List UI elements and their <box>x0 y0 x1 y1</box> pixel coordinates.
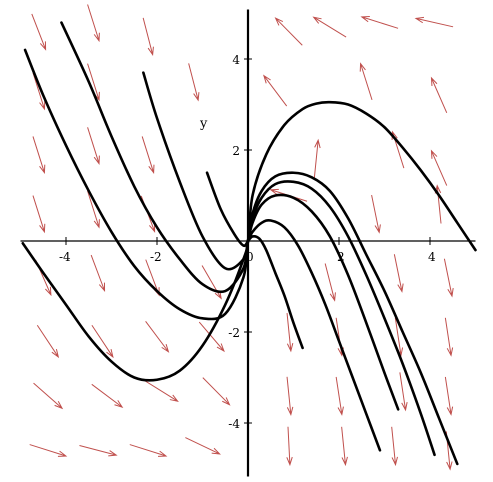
direction-arrow <box>371 194 381 234</box>
y-tick-label: -2 <box>228 326 240 340</box>
direction-arrow <box>286 313 294 353</box>
direction-arrow <box>145 380 179 402</box>
solution-curve <box>142 71 400 411</box>
direction-arrow <box>286 376 294 417</box>
direction-arrow <box>91 324 114 359</box>
direction-arrow <box>185 437 221 455</box>
direction-arrow <box>414 16 454 28</box>
direction-arrow <box>129 444 168 457</box>
direction-arrow <box>201 265 222 300</box>
direction-arrow <box>87 4 100 43</box>
direction-arrow <box>335 376 344 416</box>
direction-arrow <box>360 16 399 29</box>
solution-curve <box>23 48 459 466</box>
direction-arrow <box>263 74 288 107</box>
x-tick-label: 4 <box>428 250 436 264</box>
y-tick-label: 4 <box>232 53 240 67</box>
direction-arrow <box>202 377 231 406</box>
direction-arrow <box>359 62 373 101</box>
y-tick-label: -4 <box>228 417 240 431</box>
x-tick-label: -2 <box>150 250 162 264</box>
direction-arrow <box>87 127 100 165</box>
solution-curve <box>205 171 382 452</box>
direction-arrow <box>142 17 154 57</box>
direction-arrow <box>188 63 200 102</box>
solution-curve <box>246 235 304 350</box>
direction-arrow <box>90 254 106 292</box>
direction-arrow <box>36 324 60 359</box>
y-tick-label: 2 <box>232 144 240 158</box>
direction-arrow <box>29 444 68 457</box>
direction-arrow <box>198 321 225 353</box>
direction-field-arrows <box>29 4 454 471</box>
direction-arrow <box>274 17 303 46</box>
direction-arrow <box>79 445 118 457</box>
direction-arrow <box>444 376 454 416</box>
direction-arrow <box>393 254 404 293</box>
direction-arrow <box>91 383 124 408</box>
direction-arrow <box>313 138 321 179</box>
direction-arrow <box>87 190 100 229</box>
x-tick-label: 0 <box>246 250 254 264</box>
direction-arrow <box>33 382 64 410</box>
y-axis-label: y <box>199 116 208 131</box>
direction-arrow <box>430 149 448 186</box>
direction-arrow <box>430 76 448 113</box>
x-tick-label: -4 <box>59 250 71 264</box>
direction-arrow <box>141 136 155 175</box>
direction-arrow <box>391 426 398 467</box>
solution-curves <box>21 21 477 466</box>
direction-arrow <box>32 72 46 111</box>
direction-arrow <box>286 426 293 467</box>
direction-arrow <box>32 195 46 234</box>
direction-arrow <box>444 317 454 357</box>
direction-arrow <box>324 263 336 302</box>
solution-curve <box>60 21 436 457</box>
direction-arrow <box>32 136 46 175</box>
x-tick-label: 2 <box>337 250 345 264</box>
direction-arrow <box>31 13 47 51</box>
axis-ticks: -4 -2 0 2 4 -4 -2 2 4 <box>59 53 436 431</box>
direction-arrow <box>399 372 408 412</box>
direction-arrow <box>443 258 454 298</box>
direction-arrow <box>145 321 170 353</box>
direction-arrow <box>341 426 348 467</box>
solution-curve <box>21 100 477 382</box>
direction-arrow <box>312 16 347 38</box>
